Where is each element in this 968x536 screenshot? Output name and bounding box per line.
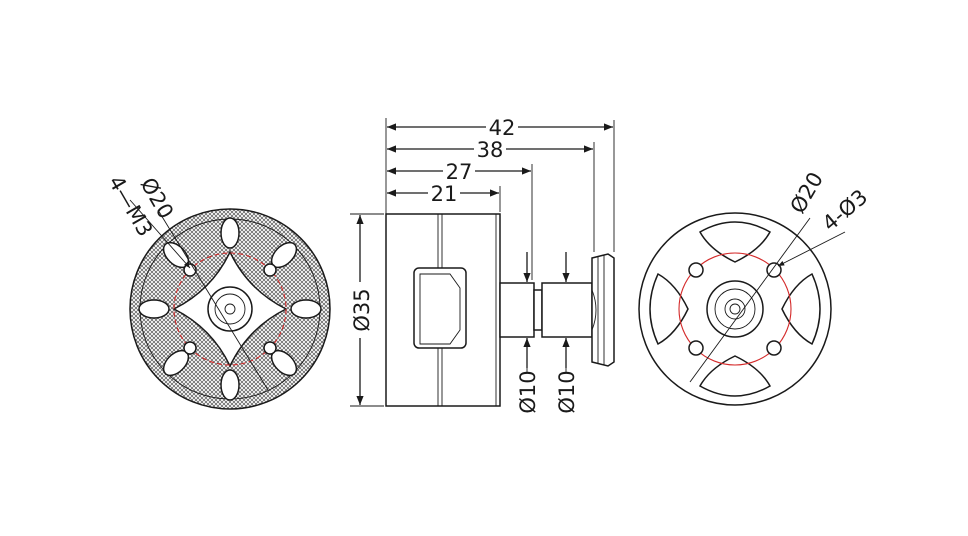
left-thread-leader — [129, 199, 191, 269]
dim-35-label: Ø35 — [350, 288, 374, 331]
left-hole — [183, 341, 197, 355]
prop-nut — [591, 253, 615, 367]
side-view: 42 38 27 21 Ø35 Ø10 Ø10 — [348, 116, 615, 414]
left-bearing-inner — [214, 293, 246, 325]
right-view: Ø20 4-Ø3 — [638, 168, 872, 406]
left-bolt-circle — [173, 252, 287, 366]
right-hole — [688, 340, 704, 356]
right-hole — [766, 340, 782, 356]
left-shaft — [224, 303, 236, 315]
dim-42-label: 42 — [489, 116, 516, 140]
right-hole-leader — [777, 231, 846, 267]
right-bolt-circle — [678, 252, 792, 366]
left-slots — [138, 217, 322, 401]
left-hole — [263, 263, 277, 277]
shaft-section-1 — [499, 282, 535, 338]
right-shaft-outer — [724, 298, 746, 320]
bell-window — [413, 267, 467, 349]
dim-38-label: 38 — [477, 138, 504, 162]
left-bearing-outer — [207, 286, 253, 332]
left-hole — [263, 341, 277, 355]
left-diameter-leader — [157, 209, 269, 391]
shaft-section-2 — [541, 282, 593, 338]
right-window-top — [698, 221, 772, 263]
right-window-left — [649, 272, 689, 346]
dim-21-label: 21 — [431, 182, 458, 206]
right-window-bottom — [698, 355, 772, 397]
dim-27-label: 27 — [446, 160, 473, 184]
right-hole — [766, 262, 782, 278]
bell-window-inner — [419, 273, 461, 345]
right-diameter-leader — [689, 217, 811, 383]
right-hole-label: 4-Ø3 — [818, 185, 872, 236]
shaft-neck — [533, 289, 543, 331]
right-diameter-label: Ø20 — [786, 168, 828, 217]
right-hub-inner — [714, 288, 756, 330]
right-hole — [688, 262, 704, 278]
right-window-right — [781, 272, 821, 346]
left-view: Ø20 4—M3 — [104, 172, 331, 410]
dim-shaft-1-label: Ø10 — [516, 370, 540, 413]
dim-shaft-2-label: Ø10 — [555, 370, 579, 413]
right-shaft — [729, 303, 741, 315]
